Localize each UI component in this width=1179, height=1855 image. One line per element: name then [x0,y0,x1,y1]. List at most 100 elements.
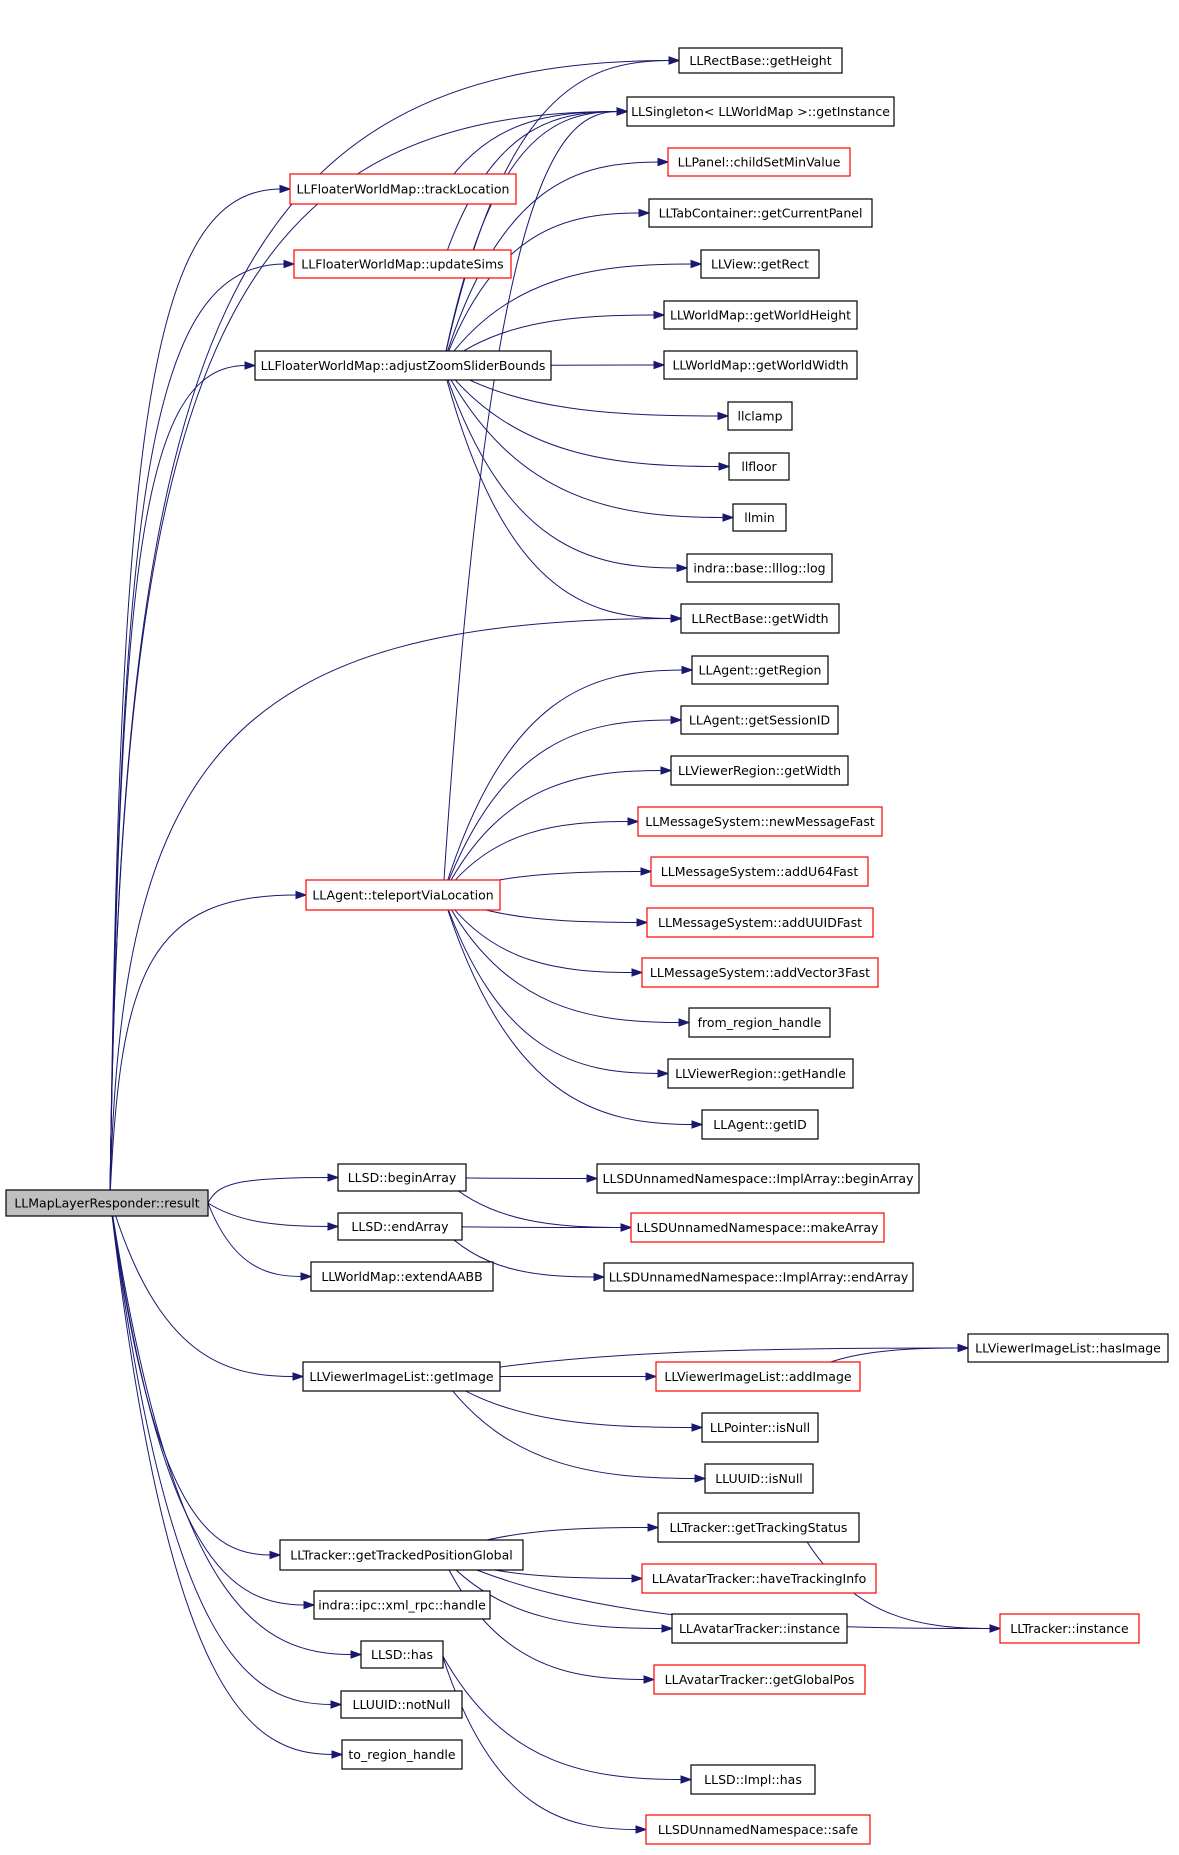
call-edge-adjustZoom-to-llclamp [442,365,720,417]
call-edge-arrowhead [691,1120,704,1129]
node-label: LLPointer::isNull [710,1420,810,1435]
node-addVector3Fast[interactable]: LLMessageSystem::addVector3Fast [641,957,879,988]
node-getHandle[interactable]: LLViewerRegion::getHandle [667,1058,854,1089]
node-box [732,503,787,532]
call-edge-root-to-updateSims [109,263,286,1199]
node-getID[interactable]: LLAgent::getID [701,1109,819,1140]
node-box [657,1512,860,1543]
node-beginArray[interactable]: LLSD::beginArray [337,1163,467,1192]
node-hasImage[interactable]: LLViewerImageList::hasImage [967,1333,1169,1363]
node-box [690,1764,816,1795]
node-getGlobalPos[interactable]: LLAvatarTracker::getGlobalPos [653,1664,866,1695]
node-implHas[interactable]: LLSD::Impl::has [690,1764,816,1795]
node-teleportVia[interactable]: LLAgent::teleportViaLocation [305,879,501,911]
node-llsdHas[interactable]: LLSD::has [360,1640,444,1669]
node-getCurrentPanel[interactable]: LLTabContainer::getCurrentPanel [648,198,873,228]
node-label: LLMessageSystem::addUUIDFast [658,915,862,930]
node-fromRegionHandle[interactable]: from_region_handle [688,1007,831,1038]
node-notNull[interactable]: LLUUID::notNull [340,1690,463,1719]
node-box [653,1664,866,1695]
node-getWidth[interactable]: LLRectBase::getWidth [680,603,840,634]
node-box [646,907,874,938]
call-edge-arrowhead [300,1272,313,1281]
node-newMessageFast[interactable]: LLMessageSystem::newMessageFast [637,806,883,837]
call-edge-getTrackedPos-to-avatarInstance [441,1554,664,1629]
node-toRegionHandle[interactable]: to_region_handle [341,1739,463,1770]
node-childSetMinValue[interactable]: LLPanel::childSetMinValue [667,147,851,177]
node-llclamp[interactable]: llclamp [727,401,793,431]
node-implBeginArray[interactable]: LLSDUnnamedNamespace::ImplArray::beginAr… [596,1163,920,1194]
call-edge-arrowhead [957,1343,970,1353]
node-label: LLViewerImageList::addImage [664,1369,851,1384]
node-box [667,1058,854,1089]
node-getTrackingStatus[interactable]: LLTracker::getTrackingStatus [657,1512,860,1543]
node-vrGetWidth[interactable]: LLViewerRegion::getWidth [670,755,849,786]
node-box [305,879,501,911]
node-trackerInstance[interactable]: LLTracker::instance [999,1613,1140,1644]
node-xmlrpcHandle[interactable]: indra::ipc::xml_rpc::handle [313,1590,491,1620]
call-edge-root-to-notNull [109,1197,333,1705]
node-llfloor[interactable]: llfloor [728,452,790,481]
call-edge-arrowhead [295,890,308,900]
node-safe[interactable]: LLSDUnnamedNamespace::safe [645,1814,871,1845]
call-edge-arrowhead [283,259,296,269]
node-getWorldWidth[interactable]: LLWorldMap::getWorldWidth [663,350,858,380]
call-edge-updateSims-to-getInstance [442,111,619,265]
node-uuidIsNull[interactable]: LLUUID::isNull [704,1463,814,1494]
node-llmin[interactable]: llmin [732,503,787,532]
node-label: LLAvatarTracker::haveTrackingInfo [652,1571,866,1586]
node-getInstance[interactable]: LLSingleton< LLWorldMap >::getInstance [626,96,895,127]
call-edge-root-to-xmlrpcHandle [109,1197,306,1606]
node-label: LLTracker::getTrackedPositionGlobal [290,1548,512,1563]
node-extendAABB[interactable]: LLWorldMap::extendAABB [310,1261,494,1292]
node-box [704,1463,814,1494]
node-box [310,1261,494,1292]
call-edge-teleportVia-to-getSessionID [442,719,673,896]
node-avatarInstance[interactable]: LLAvatarTracker::instance [671,1613,848,1644]
node-label: LLViewerImageList::hasImage [975,1341,1161,1356]
node-getRegion[interactable]: LLAgent::getRegion [691,655,829,685]
node-endArray[interactable]: LLSD::endArray [337,1212,463,1241]
node-box [999,1613,1140,1644]
node-label: LLRectBase::getWidth [691,611,828,626]
node-updateSims[interactable]: LLFloaterWorldMap::updateSims [293,249,512,279]
node-haveTrackingInfo[interactable]: LLAvatarTracker::haveTrackingInfo [641,1563,877,1594]
node-log[interactable]: indra::base::lllog::log [686,553,833,583]
node-root[interactable]: LLMapLayerResponder::result [5,1189,209,1217]
node-label: LLWorldMap::getWorldWidth [672,358,848,373]
node-label: LLMapLayerResponder::result [14,1196,199,1211]
node-box [686,553,833,583]
call-edge-arrowhead [657,157,670,167]
node-label: LLMessageSystem::newMessageFast [645,814,875,829]
node-label: LLSD::Impl::has [704,1772,802,1787]
node-ptrIsNull[interactable]: LLPointer::isNull [701,1412,819,1443]
node-addUUIDFast[interactable]: LLMessageSystem::addUUIDFast [646,907,874,938]
node-label: llmin [744,510,775,525]
call-edge-getImage-to-uuidIsNull [441,1376,697,1479]
node-addImage[interactable]: LLViewerImageList::addImage [655,1361,861,1392]
node-adjustZoom[interactable]: LLFloaterWorldMap::adjustZoomSliderBound… [254,350,552,381]
node-box [313,1590,491,1620]
call-edge-arrowhead [327,1222,340,1231]
node-implEndArray[interactable]: LLSDUnnamedNamespace::ImplArray::endArra… [603,1262,914,1292]
call-edge-teleportVia-to-vrGetWidth [442,770,663,896]
node-trackLocation[interactable]: LLFloaterWorldMap::trackLocation [289,173,517,205]
call-edge-arrowhead [643,1675,656,1684]
node-makeArray[interactable]: LLSDUnnamedNamespace::makeArray [630,1212,885,1243]
call-edge-arrowhead [330,1700,343,1709]
node-getSessionID[interactable]: LLAgent::getSessionID [680,705,839,735]
node-getImage[interactable]: LLViewerImageList::getImage [302,1361,501,1392]
node-label: LLFloaterWorldMap::trackLocation [297,182,510,197]
node-getWorldHeight[interactable]: LLWorldMap::getWorldHeight [663,300,858,330]
node-label: LLRectBase::getHeight [689,53,831,68]
node-label: LLAgent::getRegion [699,663,822,678]
node-getRect[interactable]: LLView::getRect [700,249,820,279]
call-edge-llsdHas-to-implHas [441,1654,683,1780]
node-getHeight[interactable]: LLRectBase::getHeight [678,47,843,74]
node-addU64Fast[interactable]: LLMessageSystem::addU64Fast [650,856,869,887]
call-edge-arrowhead [327,1173,340,1182]
node-getTrackedPos[interactable]: LLTracker::getTrackedPositionGlobal [279,1539,524,1571]
node-box [648,198,873,228]
call-edge-getImage-to-ptrIsNull [441,1376,694,1428]
